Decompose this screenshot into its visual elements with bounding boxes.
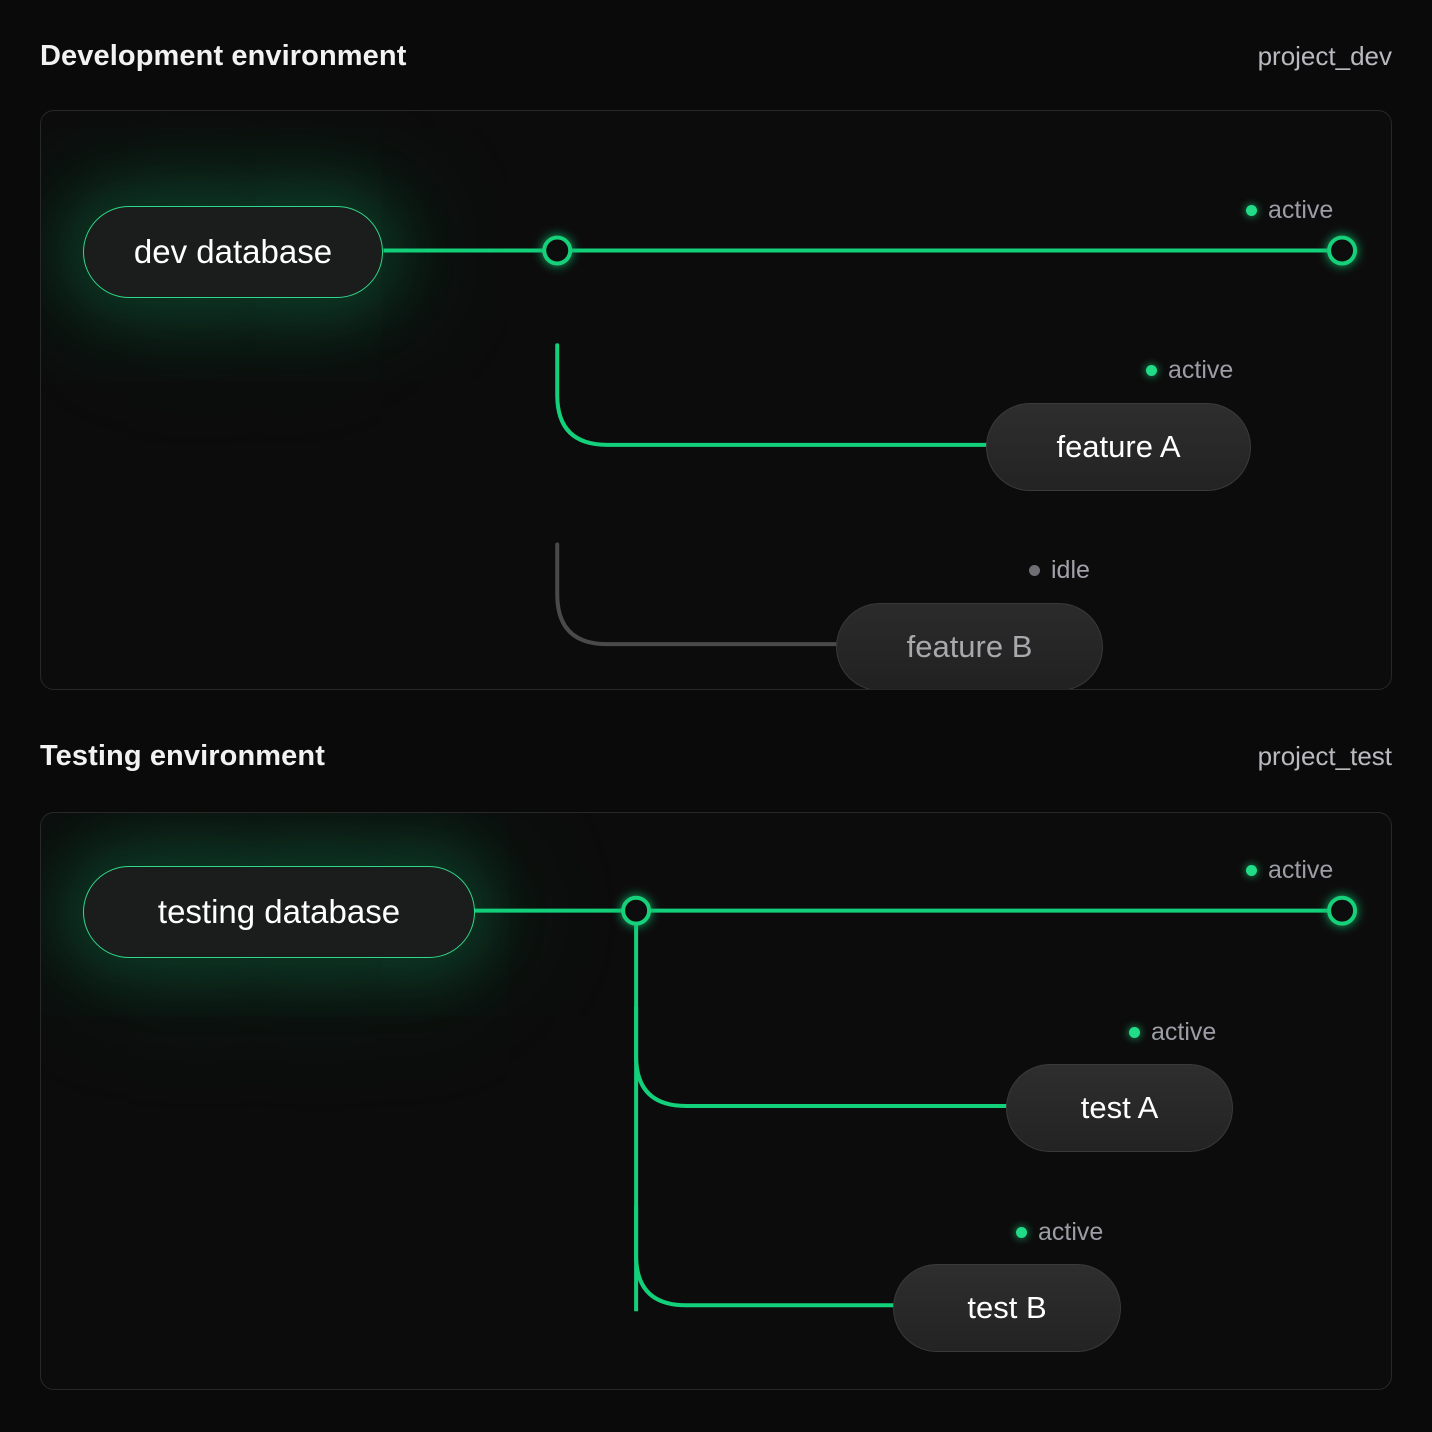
node-feature-b[interactable]: feature B bbox=[836, 603, 1103, 690]
section-header-testing: Testing environment project_test bbox=[40, 740, 1392, 786]
node-label: dev database bbox=[134, 233, 332, 271]
node-test-a[interactable]: test A bbox=[1006, 1064, 1233, 1152]
junction-node-development[interactable] bbox=[544, 238, 570, 264]
edge-to-test-a bbox=[636, 1007, 1007, 1106]
status-label: idle bbox=[1051, 556, 1090, 585]
status-feature-a: active bbox=[1146, 356, 1233, 385]
node-label: test B bbox=[967, 1290, 1046, 1326]
status-dot-icon bbox=[1016, 1227, 1027, 1238]
section-header-development: Development environment project_dev bbox=[40, 40, 1392, 86]
status-label: active bbox=[1268, 856, 1333, 885]
environment-card-testing: testing database active active test A ac… bbox=[40, 812, 1392, 1390]
status-dot-icon bbox=[1129, 1027, 1140, 1038]
section-title: Testing environment bbox=[40, 740, 325, 773]
status-trunk-development: active bbox=[1246, 196, 1333, 225]
node-feature-a[interactable]: feature A bbox=[986, 403, 1251, 491]
terminal-node-development[interactable] bbox=[1329, 238, 1355, 264]
status-label: active bbox=[1268, 196, 1333, 225]
status-feature-b: idle bbox=[1029, 556, 1090, 585]
section-title: Development environment bbox=[40, 40, 407, 73]
environment-card-development: dev database active active feature A idl… bbox=[40, 110, 1392, 690]
edge-to-feature-a bbox=[557, 345, 989, 445]
status-dot-icon bbox=[1246, 865, 1257, 876]
node-label: test A bbox=[1081, 1090, 1159, 1126]
status-trunk-testing: active bbox=[1246, 856, 1333, 885]
node-dev-database[interactable]: dev database bbox=[83, 206, 383, 298]
node-label: feature B bbox=[907, 629, 1033, 665]
junction-node-testing[interactable] bbox=[623, 898, 649, 924]
status-label: active bbox=[1168, 356, 1233, 385]
connection-graph-development bbox=[41, 111, 1391, 689]
status-test-a: active bbox=[1129, 1018, 1216, 1047]
node-label: testing database bbox=[158, 893, 400, 931]
node-label: feature A bbox=[1056, 429, 1180, 465]
status-test-b: active bbox=[1016, 1218, 1103, 1247]
section-project-label: project_test bbox=[1258, 741, 1392, 772]
terminal-node-testing[interactable] bbox=[1329, 898, 1355, 924]
section-project-label: project_dev bbox=[1258, 41, 1392, 72]
edge-to-test-b bbox=[636, 1207, 895, 1306]
node-testing-database[interactable]: testing database bbox=[83, 866, 475, 958]
status-label: active bbox=[1038, 1218, 1103, 1247]
status-label: active bbox=[1151, 1018, 1216, 1047]
status-dot-icon bbox=[1246, 205, 1257, 216]
status-dot-icon bbox=[1146, 365, 1157, 376]
edge-to-feature-b bbox=[557, 545, 840, 645]
node-test-b[interactable]: test B bbox=[893, 1264, 1121, 1352]
status-dot-icon bbox=[1029, 565, 1040, 576]
